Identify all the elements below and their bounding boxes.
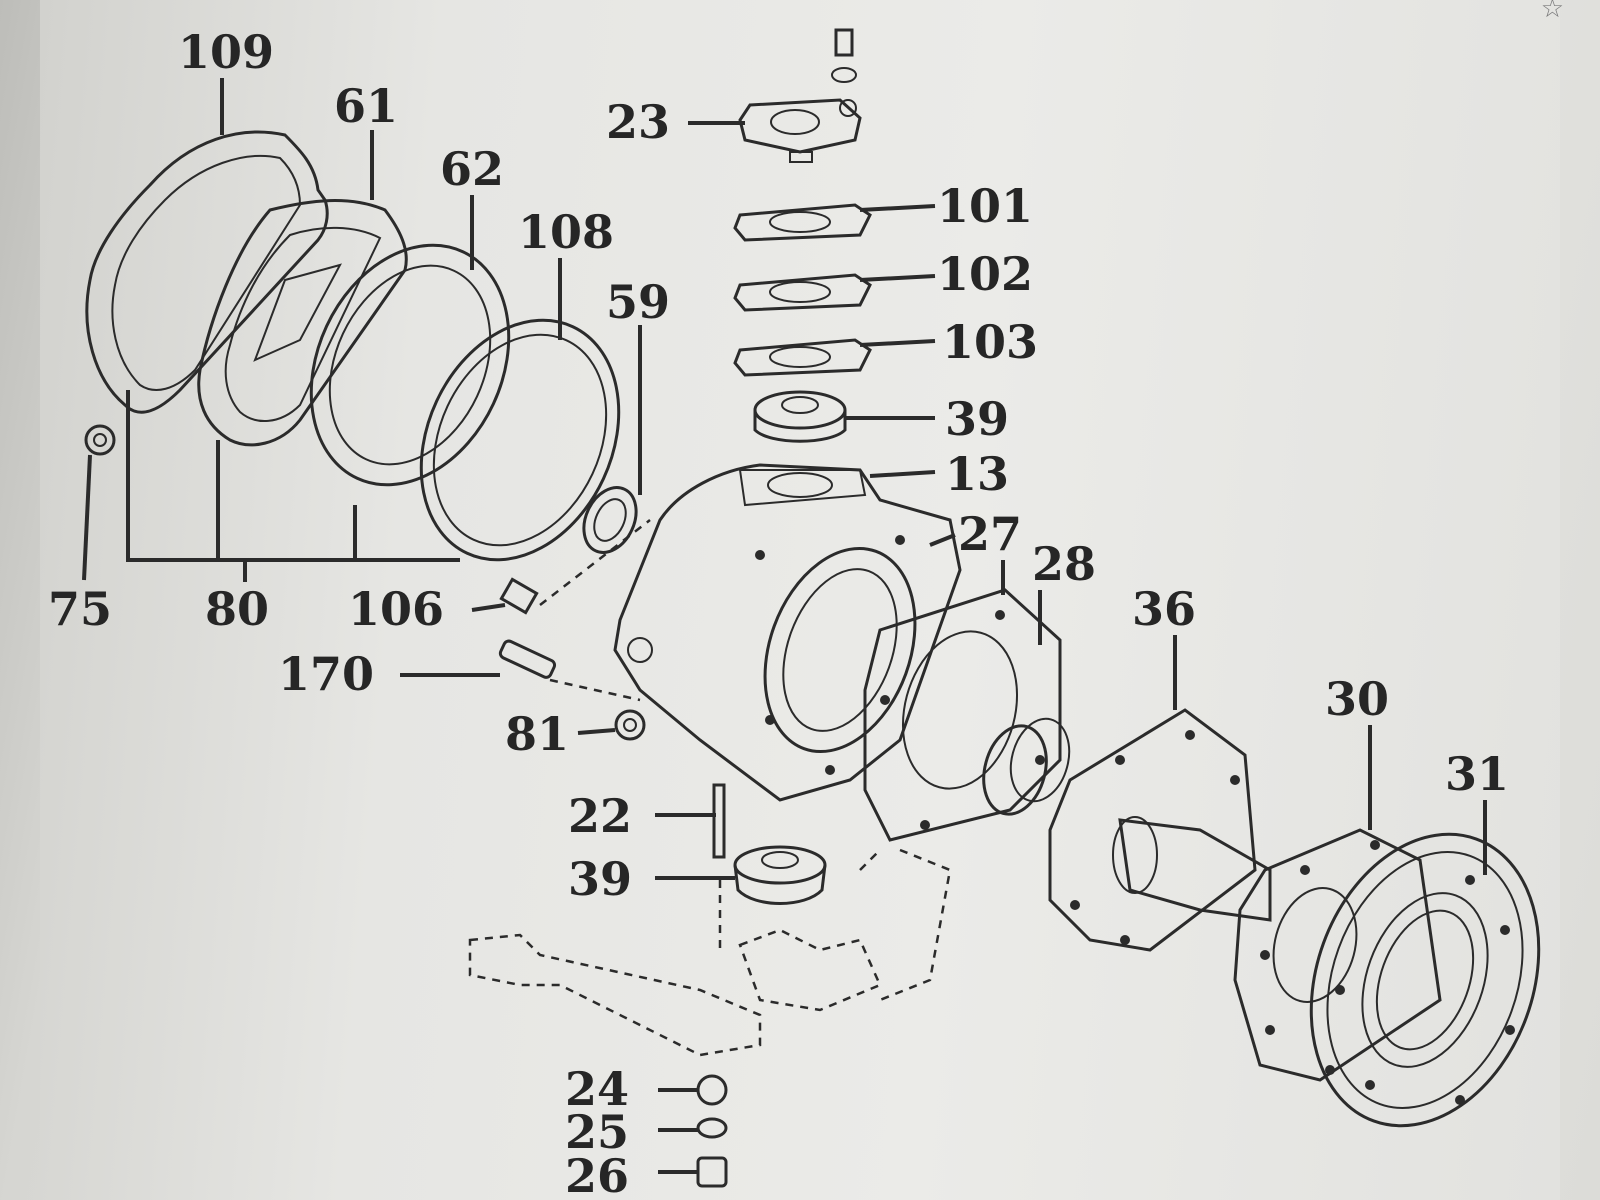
callout-23: 23 — [606, 95, 670, 149]
part-61-plate — [197, 199, 408, 447]
callout-36: 36 — [1132, 582, 1196, 636]
part-170-bolt — [498, 639, 557, 679]
callout-62: 62 — [440, 142, 504, 196]
part-106-bolt — [499, 577, 539, 615]
callout-61: 61 — [334, 79, 398, 133]
part-31-flange — [1309, 832, 1541, 1128]
part-26-nut — [696, 1156, 728, 1188]
part-28-plate — [863, 588, 1071, 842]
callout-81: 81 — [505, 707, 569, 761]
part-81-nut — [614, 709, 646, 741]
part-23-flange — [738, 28, 862, 163]
part-101-gasket — [733, 203, 872, 242]
part-102-gasket — [733, 273, 872, 312]
callout-75: 75 — [48, 582, 112, 636]
part-39-bearing-lower — [733, 845, 827, 905]
part-62-ring — [309, 243, 511, 487]
callout-80: 80 — [205, 582, 269, 636]
callout-31: 31 — [1445, 747, 1509, 801]
part-13-housing — [613, 463, 962, 802]
callout-59: 59 — [606, 275, 670, 329]
leader-lines — [82, 78, 1487, 1174]
callout-25: 25 — [565, 1105, 629, 1159]
part-22-pin — [712, 783, 726, 859]
part-59-seal — [582, 486, 638, 554]
part-30-hub — [1233, 828, 1442, 1082]
callout-39-upper: 39 — [945, 392, 1009, 446]
callout-28: 28 — [1032, 537, 1096, 591]
part-103-gasket — [733, 338, 872, 377]
callout-101: 101 — [937, 179, 1033, 233]
steering-arm-outline — [468, 519, 952, 1057]
part-24-nut — [696, 1074, 728, 1106]
part-25-washer — [696, 1117, 728, 1139]
callout-labels: 109 61 62 108 59 23 101 102 103 39 13 27… — [48, 25, 1509, 1200]
part-36-spindle — [1048, 708, 1272, 952]
callout-24: 24 — [565, 1062, 629, 1116]
callout-22: 22 — [568, 789, 632, 843]
callout-106: 106 — [348, 582, 444, 636]
callout-13: 13 — [945, 447, 1009, 501]
callout-39-lower: 39 — [568, 852, 632, 906]
callout-30: 30 — [1325, 672, 1389, 726]
callout-102: 102 — [937, 247, 1033, 301]
callout-109: 109 — [178, 25, 274, 79]
callout-170: 170 — [278, 647, 374, 701]
part-109-plate — [85, 130, 329, 414]
part-108-ring — [419, 318, 621, 562]
callout-103: 103 — [942, 315, 1038, 369]
callout-27: 27 — [958, 507, 1022, 561]
part-39-bearing-upper — [753, 390, 847, 443]
part-75-nut — [84, 424, 116, 456]
callout-108: 108 — [518, 205, 614, 259]
callout-26: 26 — [565, 1149, 629, 1200]
parts-sheet — [40, 0, 1560, 1200]
star-icon[interactable]: ☆ — [1540, 0, 1564, 24]
